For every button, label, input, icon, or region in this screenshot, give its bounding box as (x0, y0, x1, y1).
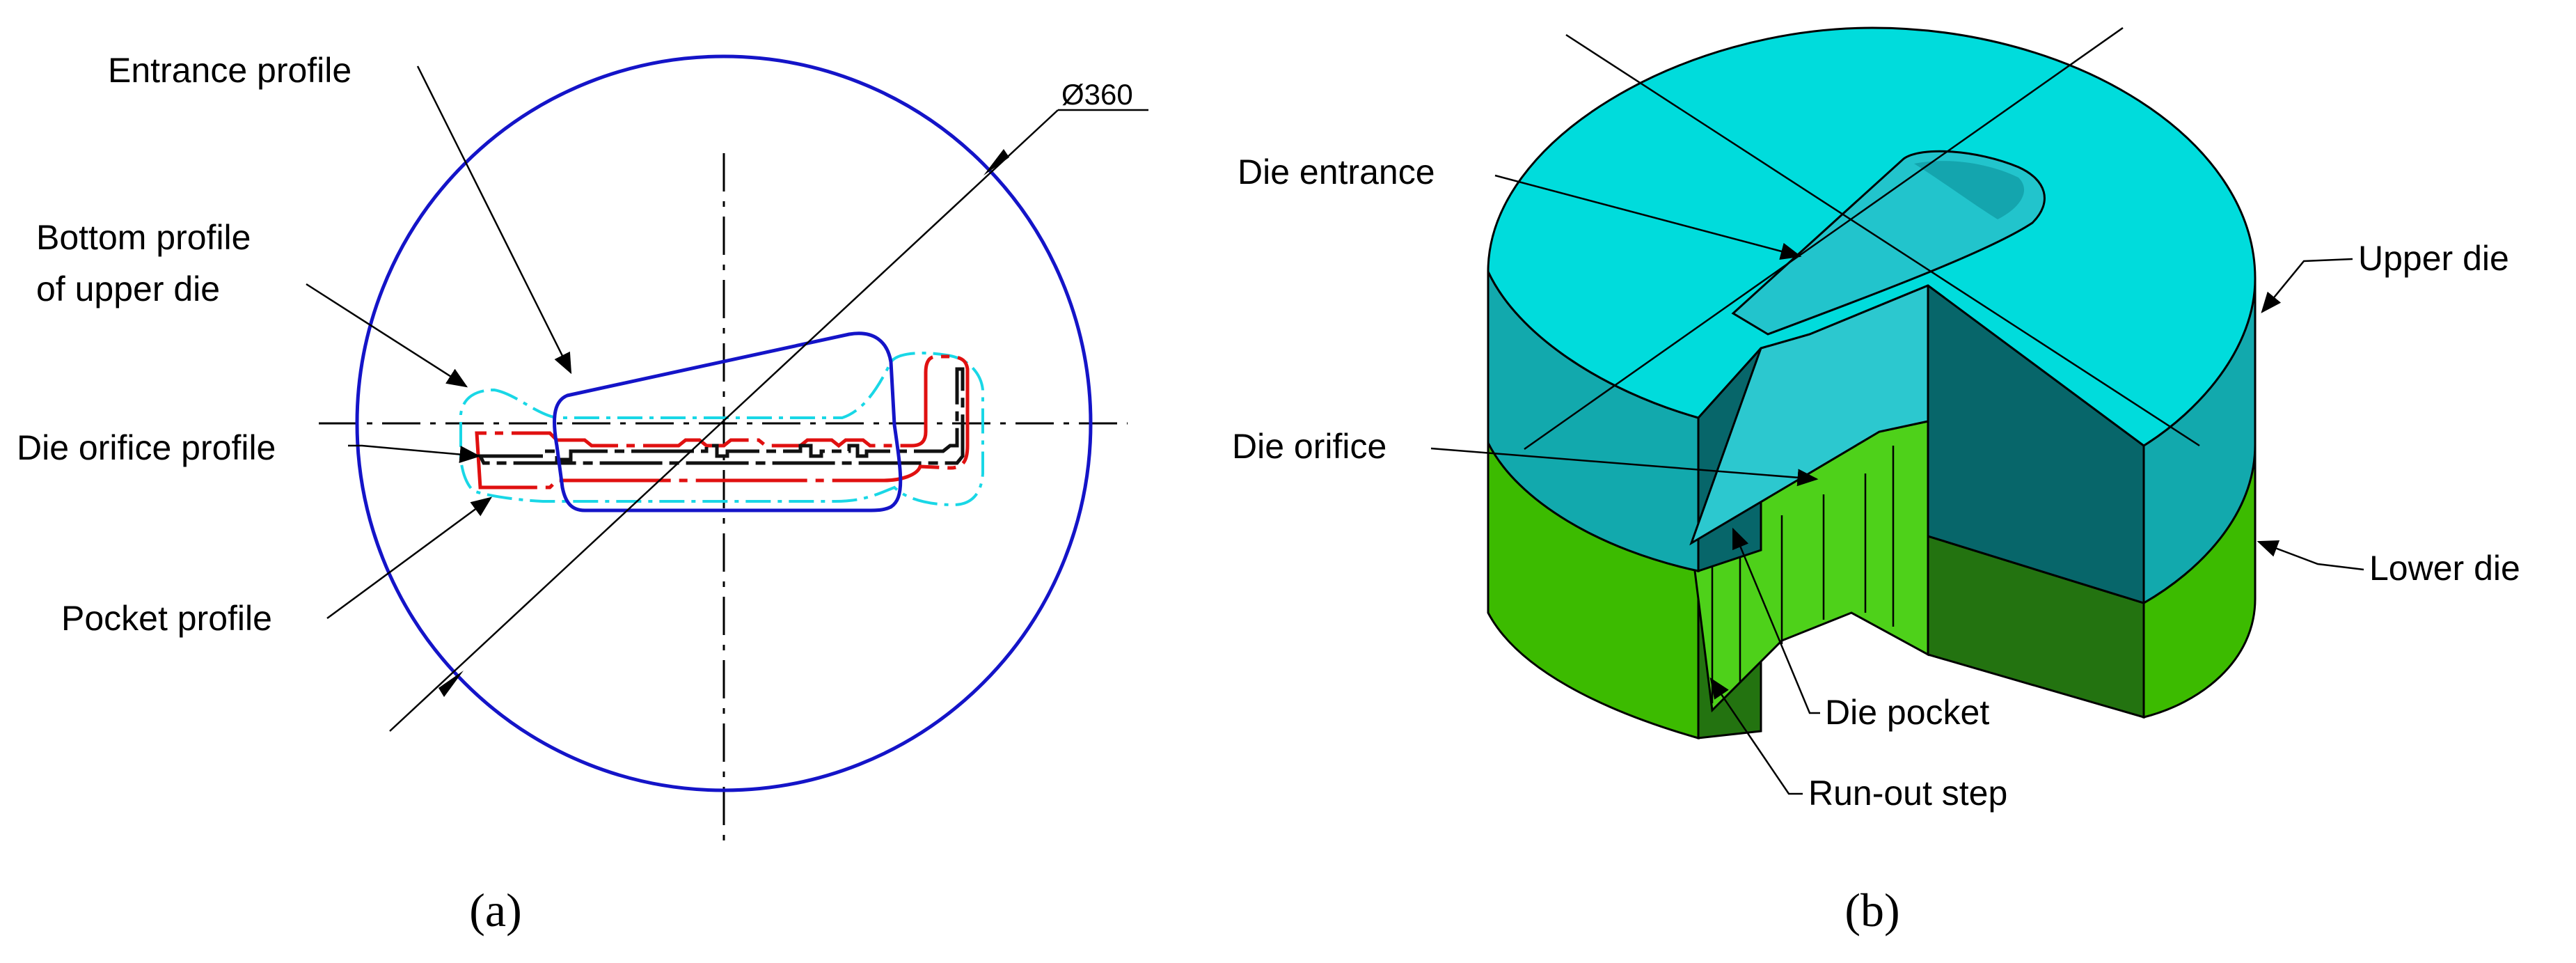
label-die-orifice-profile: Die orifice profile (17, 428, 276, 467)
diameter-dimension-line (389, 109, 1059, 732)
upper-die-leader (2261, 258, 2353, 313)
caption-a: (a) (469, 884, 521, 937)
label-diameter: Ø360 (1061, 78, 1133, 111)
axis-line-1 (1565, 33, 2200, 447)
label-entrance-profile: Entrance profile (108, 51, 351, 90)
diameter-arrow-upper (983, 149, 1009, 175)
axis-line-2 (1524, 26, 2124, 451)
label-bottom-profile-line1: Bottom profile (36, 218, 251, 257)
label-die-orifice: Die orifice (1232, 427, 1386, 466)
run-out-step-leader (1709, 677, 1803, 795)
label-pocket-profile: Pocket profile (61, 599, 272, 638)
label-upper-die: Upper die (2358, 239, 2509, 278)
die-entrance-leader (1494, 174, 1802, 260)
label-die-pocket: Die pocket (1825, 693, 1989, 732)
diameter-arrow-lower (438, 671, 464, 697)
label-lower-die: Lower die (2369, 549, 2520, 588)
panel-a-drawing (306, 54, 1148, 846)
caption-b: (b) (1844, 884, 1899, 937)
pocket-profile-leader (326, 496, 493, 620)
entrance-profile-leader (416, 65, 572, 375)
bottom-profile-upper-die (459, 352, 984, 507)
label-die-entrance: Die entrance (1238, 152, 1435, 191)
die-orifice-profile (477, 367, 965, 465)
die-outline-circle (355, 54, 1093, 792)
lower-die-cavity-ribs (1711, 446, 1895, 703)
die-orifice-profile-leader (348, 444, 481, 464)
die-entrance-inner-shade (1914, 161, 2025, 219)
label-bottom-profile-line2: of upper die (36, 269, 220, 308)
panel-b-drawing (1430, 26, 2364, 795)
label-run-out-step: Run-out step (1808, 774, 2007, 813)
die-pocket-leader (1732, 527, 1820, 714)
lower-die-leader (2257, 540, 2364, 571)
bottom-profile-leader (306, 283, 468, 388)
entrance-profile (553, 331, 903, 512)
die-orifice-leader (1430, 447, 1819, 487)
